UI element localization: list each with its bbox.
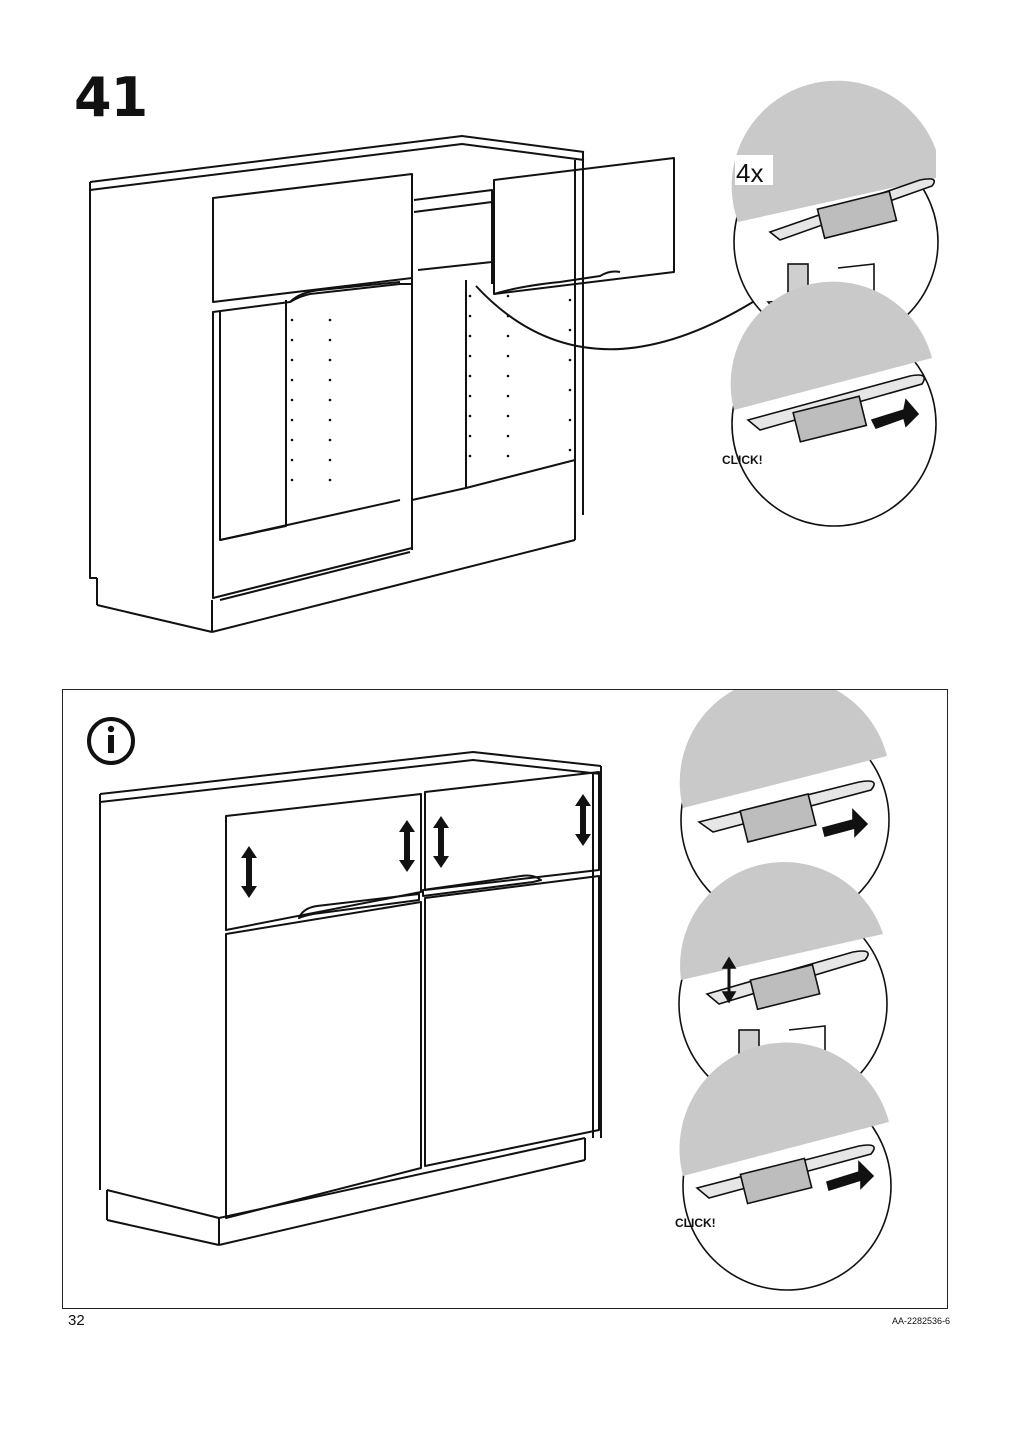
cabinet-closed-drawing: [99, 751, 602, 1246]
cabinet-drawing: [89, 135, 801, 633]
step-number: 41: [74, 66, 148, 129]
detail-circle-release: [679, 690, 890, 925]
info-box: CLICK!: [62, 689, 948, 1309]
page-number: 32: [68, 1312, 85, 1329]
click-label-bottom: CLICK!: [675, 1216, 716, 1230]
info-illustration: CLICK!: [87, 690, 892, 1291]
step-illustration: 4x CLICK!: [89, 80, 939, 633]
detail-circle-click-again: [679, 1042, 892, 1291]
document-code: AA-2282536-6: [891, 1316, 950, 1326]
shelf-hole-dots: [290, 294, 572, 482]
click-label-top: CLICK!: [722, 453, 763, 467]
info-icon: [87, 717, 135, 765]
adjust-arrows: [241, 794, 591, 898]
detail-circle-click: [730, 281, 937, 527]
quantity-label: 4x: [736, 158, 763, 188]
